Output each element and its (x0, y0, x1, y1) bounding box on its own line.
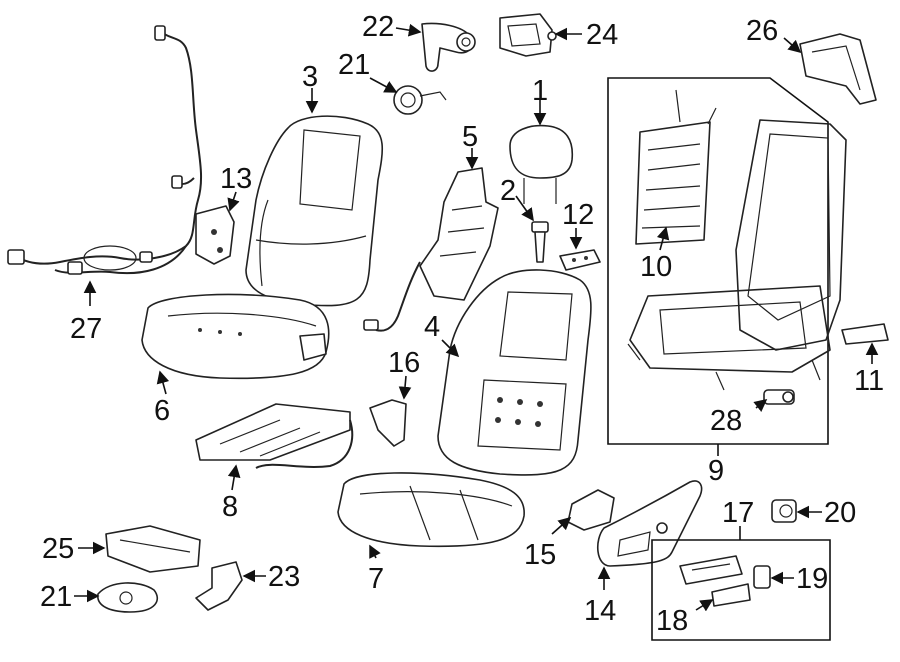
headrest-guide-part (531, 221, 549, 263)
callout-17: 17 (722, 497, 754, 529)
callout-23: 23 (268, 561, 300, 593)
wiring-harness-part (7, 25, 203, 275)
callout-1: 1 (532, 75, 548, 107)
callout-5: 5 (462, 121, 478, 153)
switch-small-part (711, 583, 751, 607)
seat-cushion-pad-part (141, 293, 330, 380)
callout-24: 24 (586, 19, 618, 51)
seatback-cover-front-part (437, 269, 592, 476)
callout-8: 8 (222, 491, 238, 523)
lower-duct-part (195, 561, 243, 611)
bracket-part (195, 205, 235, 265)
rail-cover-part (841, 323, 889, 345)
callout-15: 15 (524, 539, 556, 571)
callout-10: 10 (640, 251, 672, 283)
connector-ring-bottom-part (97, 582, 159, 613)
connector-ring-top-part (393, 85, 447, 115)
seat-frame-part (627, 119, 847, 391)
callout-11: 11 (854, 365, 884, 397)
callout-labels: 1 2 3 4 5 6 7 8 9 10 11 12 13 14 15 16 1… (40, 11, 884, 637)
callout-28: 28 (710, 405, 742, 437)
callout-14: 14 (584, 595, 616, 627)
frame-group-box (607, 77, 829, 445)
switch-part (679, 555, 743, 585)
headrest-part (509, 124, 574, 204)
side-bracket-part (369, 399, 407, 447)
base-bracket-part (105, 525, 201, 573)
callout-6: 6 (154, 395, 170, 427)
seat-heater-mat-part (195, 403, 354, 469)
callout-21-top: 21 (338, 49, 370, 81)
air-duct-part (421, 22, 476, 72)
callout-21-bottom: 21 (40, 581, 72, 613)
leader-lines (74, 23, 879, 612)
seat-back-cover-part (245, 115, 384, 307)
callout-9: 9 (708, 455, 724, 487)
seat-cushion-cover-part (337, 472, 525, 548)
callout-27: 27 (70, 313, 102, 345)
trim-panel-part (799, 33, 877, 105)
callout-26: 26 (746, 15, 778, 47)
switch-group-box (651, 539, 831, 641)
knob-part (771, 499, 797, 523)
sensor-part (763, 389, 795, 405)
callout-3: 3 (302, 61, 318, 93)
callout-19: 19 (796, 563, 828, 595)
callout-4: 4 (424, 311, 440, 343)
switch-knob-part (753, 565, 771, 589)
back-heater-pad-part (363, 167, 499, 332)
callout-18: 18 (656, 605, 688, 637)
callout-25: 25 (42, 533, 74, 565)
callout-13: 13 (220, 163, 252, 195)
lumbar-support-part (635, 89, 717, 245)
side-shield-part (597, 480, 703, 567)
clip-part (559, 249, 601, 271)
callout-2: 2 (500, 175, 516, 207)
callout-22: 22 (362, 11, 394, 43)
callout-16: 16 (388, 347, 420, 379)
callout-20: 20 (824, 497, 856, 529)
lower-bracket-part (567, 489, 615, 531)
callout-7: 7 (368, 563, 384, 595)
actuator-part (499, 13, 557, 57)
callout-12: 12 (562, 199, 594, 231)
